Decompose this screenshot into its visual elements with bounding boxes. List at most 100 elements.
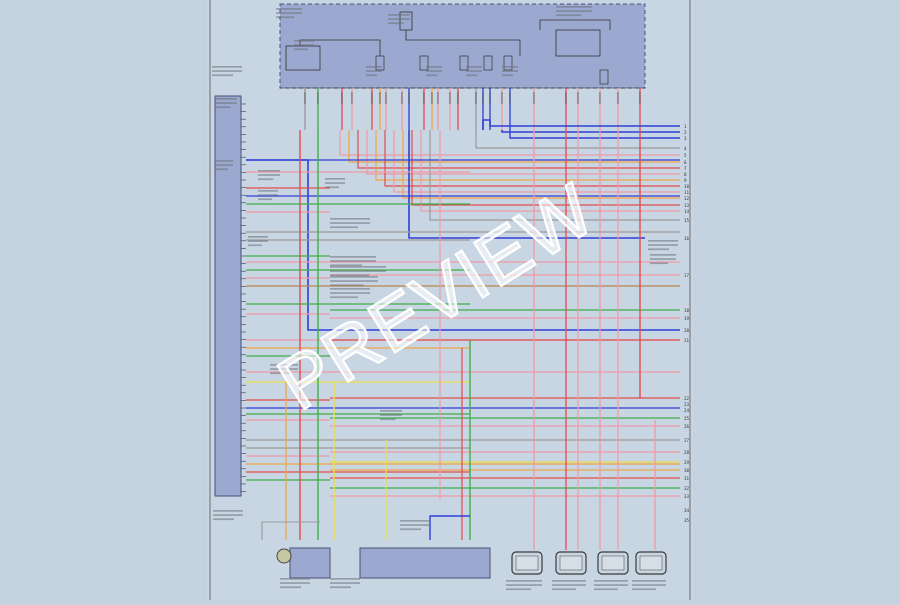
smudge-line: [213, 510, 243, 512]
smudge-line: [258, 190, 278, 192]
canister-vent-valve: [555, 551, 587, 575]
smudge-line: [556, 14, 582, 17]
pin-label-smudge: [639, 92, 641, 104]
smudge-line: [466, 74, 478, 77]
pin-label-smudge: [565, 92, 567, 104]
right-bus-9: [420, 130, 680, 212]
smudge-line: [270, 368, 298, 370]
blue-ecm-short: [429, 515, 470, 540]
pin-label-smudge: [408, 92, 410, 104]
canister-pressure-sensor-face: [639, 555, 663, 571]
blue-to-right-1: [482, 119, 680, 130]
pin-label-smudge: [401, 92, 403, 104]
smudge-line: [648, 240, 678, 242]
purge-control-valve-face: [515, 555, 539, 571]
smudge-line: [388, 14, 410, 16]
illegible-labels: [212, 6, 678, 591]
terminal-number: 8: [684, 172, 687, 177]
pin-label-smudge: [509, 92, 511, 104]
smudge-line: [594, 580, 628, 582]
terminal-number: 26: [684, 424, 690, 429]
smudge-line: [215, 168, 228, 171]
smudge-line: [330, 276, 378, 278]
smudge-line: [506, 584, 542, 586]
terminal-number: 25: [684, 416, 690, 421]
terminal-number: 27: [684, 438, 690, 443]
smudge-line: [502, 70, 518, 72]
smudge-line: [280, 582, 310, 584]
right-bus-0: [339, 130, 680, 156]
right-bus-6: [393, 130, 680, 193]
smudge-line: [258, 174, 280, 176]
smudge-line: [330, 222, 370, 224]
ecm-bottom-connector: [359, 547, 491, 579]
smudge-line: [325, 178, 345, 180]
smudge-line: [270, 372, 290, 375]
oil-pressure-switch-face: [601, 555, 625, 571]
smudge-line: [330, 226, 358, 229]
smudge-line: [648, 244, 678, 246]
pin-label-smudge: [457, 92, 459, 104]
smudge-line: [330, 218, 370, 220]
smudge-line: [400, 520, 430, 522]
smudge-line: [325, 186, 339, 189]
smudge-line: [330, 270, 386, 272]
smudge-line: [330, 578, 360, 580]
terminal-number: 3: [684, 136, 687, 141]
terminal-number: 11: [684, 190, 690, 195]
terminal-number: 24: [684, 408, 690, 413]
smudge-line: [502, 66, 518, 68]
smudge-line: [330, 280, 378, 282]
pin-label-smudge: [475, 92, 477, 104]
smudge-line: [632, 588, 656, 591]
right-bus-3: [366, 130, 680, 175]
terminal-number: 28: [684, 450, 690, 455]
terminal-number: 33: [684, 494, 690, 499]
right-connector-terminals: 1234567891011121314151617181920212223242…: [684, 124, 690, 523]
smudge-line: [280, 586, 301, 589]
smudge-line: [270, 364, 298, 366]
smudge-line: [294, 44, 314, 46]
smudge-line: [506, 588, 532, 591]
smudge-line: [388, 22, 404, 25]
smudge-line: [212, 66, 242, 68]
smudge-line: [632, 584, 666, 586]
smudge-line: [276, 12, 302, 14]
right-bus-5: [384, 130, 680, 187]
smudge-line: [330, 582, 360, 584]
ecm-pins: [241, 103, 246, 492]
terminal-number: 7: [684, 166, 687, 171]
terminal-number: 14: [684, 209, 690, 214]
smudge-line: [248, 240, 268, 242]
smudge-line: [330, 296, 358, 299]
purge-control-valve: [511, 551, 543, 575]
smudge-line: [258, 178, 274, 181]
fuse-3: [483, 55, 493, 71]
smudge-line: [466, 70, 482, 72]
smudge-line: [215, 98, 237, 100]
smudge-line: [400, 528, 421, 531]
smudge-line: [215, 160, 233, 162]
fuse-box-internals: [280, 11, 645, 89]
smudge-line: [400, 524, 430, 526]
smudge-line: [366, 66, 382, 68]
smudge-line: [215, 106, 231, 109]
pin-label-smudge: [371, 92, 373, 104]
terminal-number: 31: [684, 476, 690, 481]
pin-label-smudge: [482, 92, 484, 104]
smudge-line: [632, 580, 666, 582]
wire-harness: [246, 88, 680, 550]
terminal-number: 20: [684, 328, 690, 333]
pin-label-smudge: [599, 92, 601, 104]
smudge-line: [426, 66, 442, 68]
smudge-line: [258, 170, 280, 172]
terminal-number: 22: [684, 396, 690, 401]
smudge-line: [380, 418, 396, 421]
smudge-line: [366, 70, 382, 72]
terminal-number: 17: [684, 273, 690, 278]
smudge-line: [215, 102, 237, 104]
fuel-level-sender: [276, 548, 292, 564]
smudge-line: [466, 66, 482, 68]
